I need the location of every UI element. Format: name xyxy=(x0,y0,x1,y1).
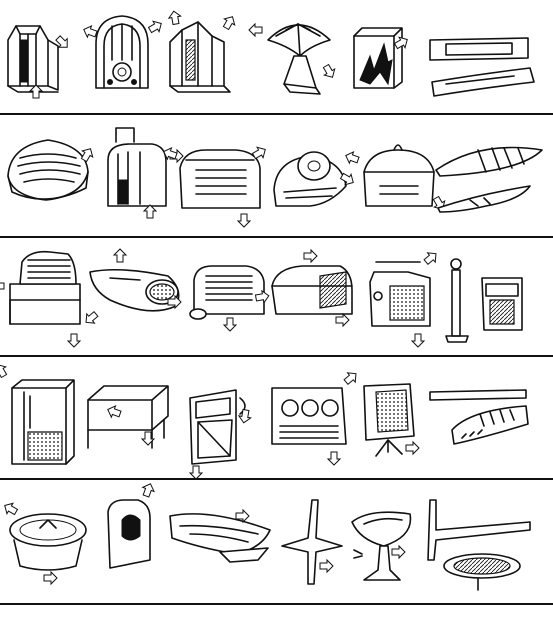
speaker-dome-icon xyxy=(8,140,97,200)
row-divider xyxy=(0,355,553,357)
cabinet-radio-icon xyxy=(354,28,411,88)
portable-radio-icon xyxy=(190,266,271,332)
heater-icon xyxy=(161,143,269,228)
sewing-box-icon xyxy=(343,145,449,213)
car-radio-icon xyxy=(81,248,182,328)
row-divider xyxy=(0,603,553,605)
box-radio-icon xyxy=(370,248,441,348)
chest-icon xyxy=(88,386,168,448)
pedestal-table-icon xyxy=(428,500,530,590)
tape-recorder-icon xyxy=(272,368,361,466)
row-divider xyxy=(0,113,553,115)
boat-lamp-icon xyxy=(170,509,270,562)
toaster-icon xyxy=(108,128,184,219)
washing-machine-icon xyxy=(190,390,253,480)
tall-radio-icon xyxy=(8,26,72,99)
tv-cabinet-icon xyxy=(364,384,420,456)
tape-dispenser-icon xyxy=(274,152,357,206)
cathedral-radio-icon xyxy=(81,16,165,88)
fan-lamp-icon xyxy=(248,24,339,94)
row-divider xyxy=(0,478,553,480)
hair-brush-icon xyxy=(436,148,542,213)
skyscraper-radio-icon xyxy=(167,9,239,92)
table-radio-icon xyxy=(0,252,80,348)
row-divider xyxy=(0,236,553,238)
shelf-rack-icon xyxy=(430,390,528,444)
toaster-oven-icon xyxy=(272,249,352,327)
lamp-post-icon xyxy=(446,259,468,342)
goblet-chair-icon xyxy=(352,512,410,580)
square-heater-icon xyxy=(482,278,522,330)
door-handle-icon xyxy=(430,38,534,96)
round-stool-icon xyxy=(1,499,86,585)
wardrobe-icon xyxy=(0,361,74,464)
table-base-icon xyxy=(282,500,342,584)
vacuum-icon xyxy=(108,481,157,568)
